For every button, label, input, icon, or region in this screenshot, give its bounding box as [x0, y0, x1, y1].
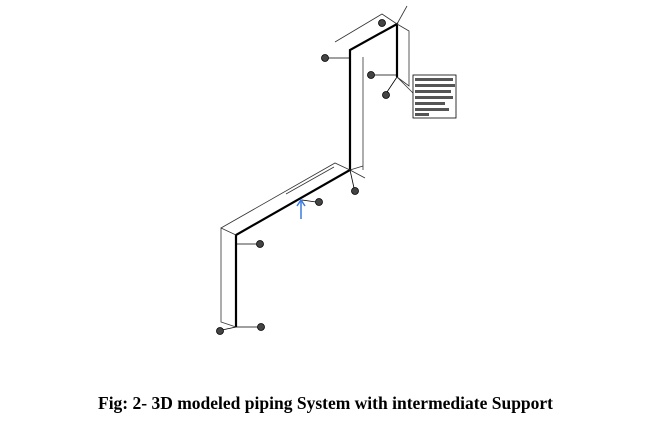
node-balloons [216, 19, 398, 335]
intermediate-support-arrow [296, 198, 306, 219]
dimension-lines [220, 5, 414, 328]
pipe-run [234, 22, 399, 327]
support-data-box [412, 74, 457, 119]
figure-caption: Fig: 2- 3D modeled piping System with in… [98, 393, 553, 413]
